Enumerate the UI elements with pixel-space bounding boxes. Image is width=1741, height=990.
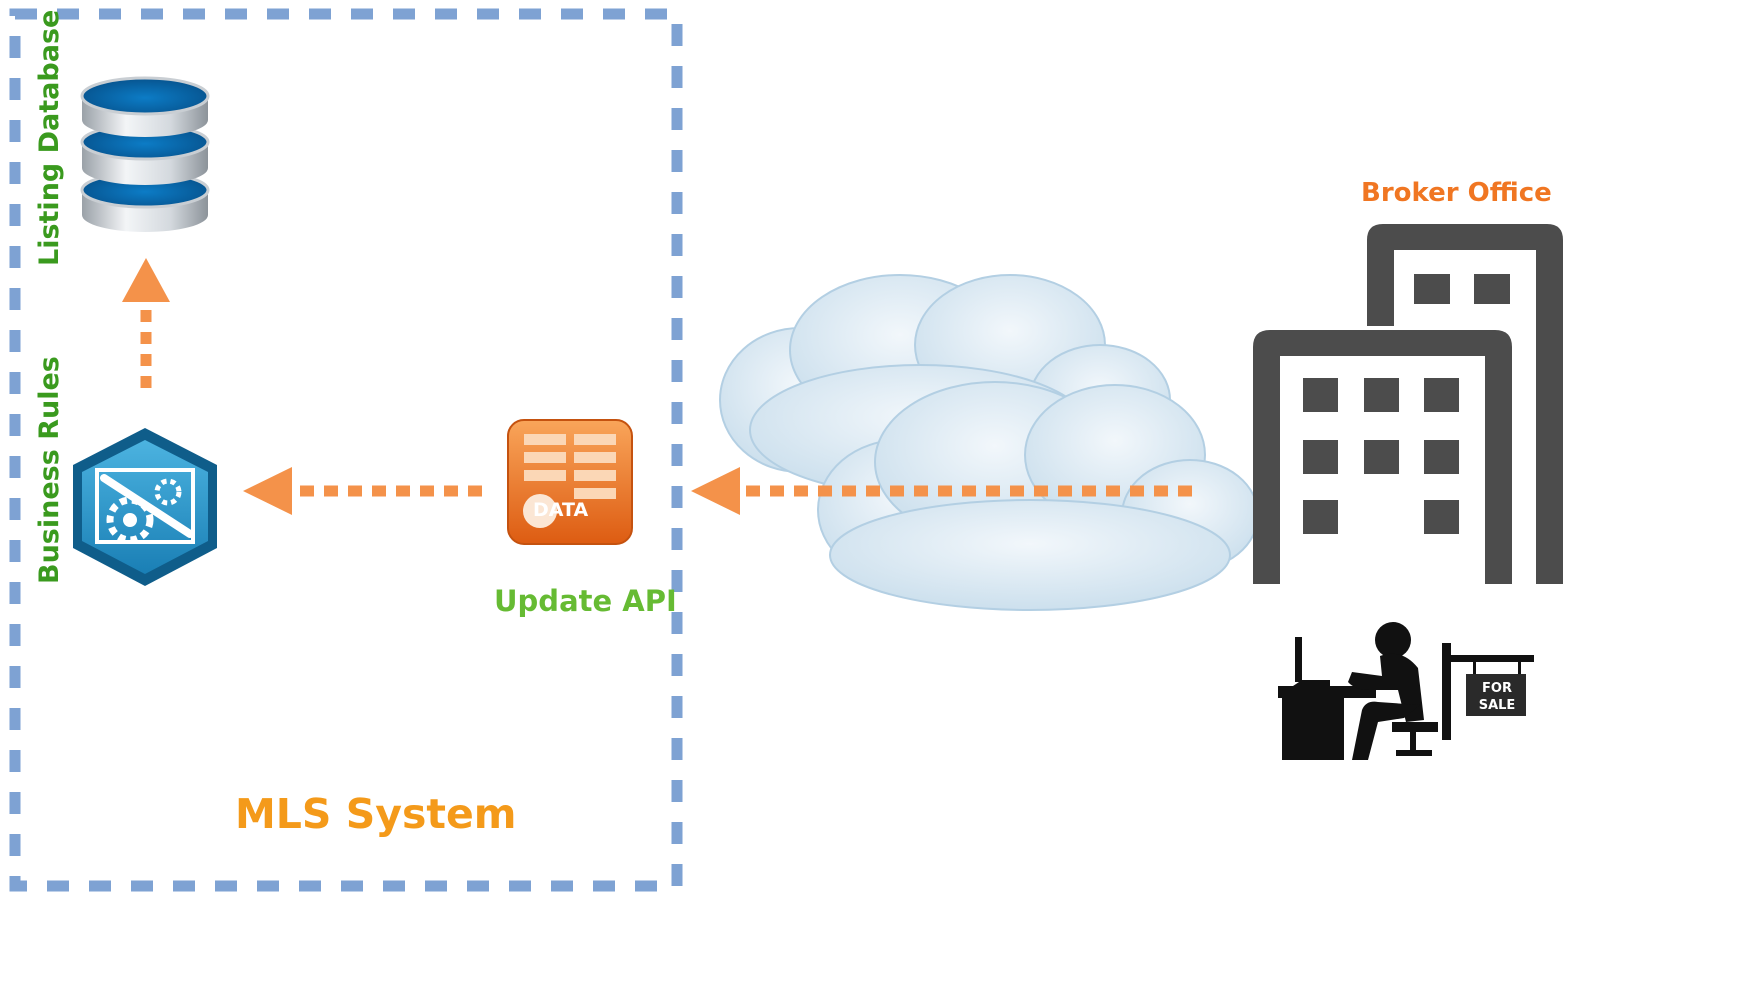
broker-office-label: Broker Office: [1361, 178, 1552, 208]
update-api-label: Update API: [494, 584, 677, 618]
business-rules-label: Business Rules: [34, 356, 65, 584]
for-sale-word-1: FOR: [1482, 681, 1512, 696]
data-api-icon: [507, 419, 633, 545]
for-sale-sign-icon: FOR SALE: [1442, 643, 1534, 740]
person-at-desk-icon: [1278, 622, 1438, 760]
for-sale-word-2: SALE: [1479, 698, 1516, 713]
listing-database-label: Listing Database: [34, 9, 65, 266]
broker-to-api-arrow: [691, 467, 1192, 515]
mls-system-title: MLS System: [235, 790, 517, 838]
mls-system-boundary: [9, 8, 683, 892]
cloud-icon: [719, 274, 1259, 611]
data-icon-text: DATA: [533, 499, 589, 521]
api-to-rules-arrow: [243, 467, 482, 515]
database-icon: [80, 76, 210, 232]
rules-to-database-arrow: [122, 258, 170, 388]
gear-wrench-icon: [73, 428, 217, 586]
office-building-icon: [1253, 224, 1563, 584]
